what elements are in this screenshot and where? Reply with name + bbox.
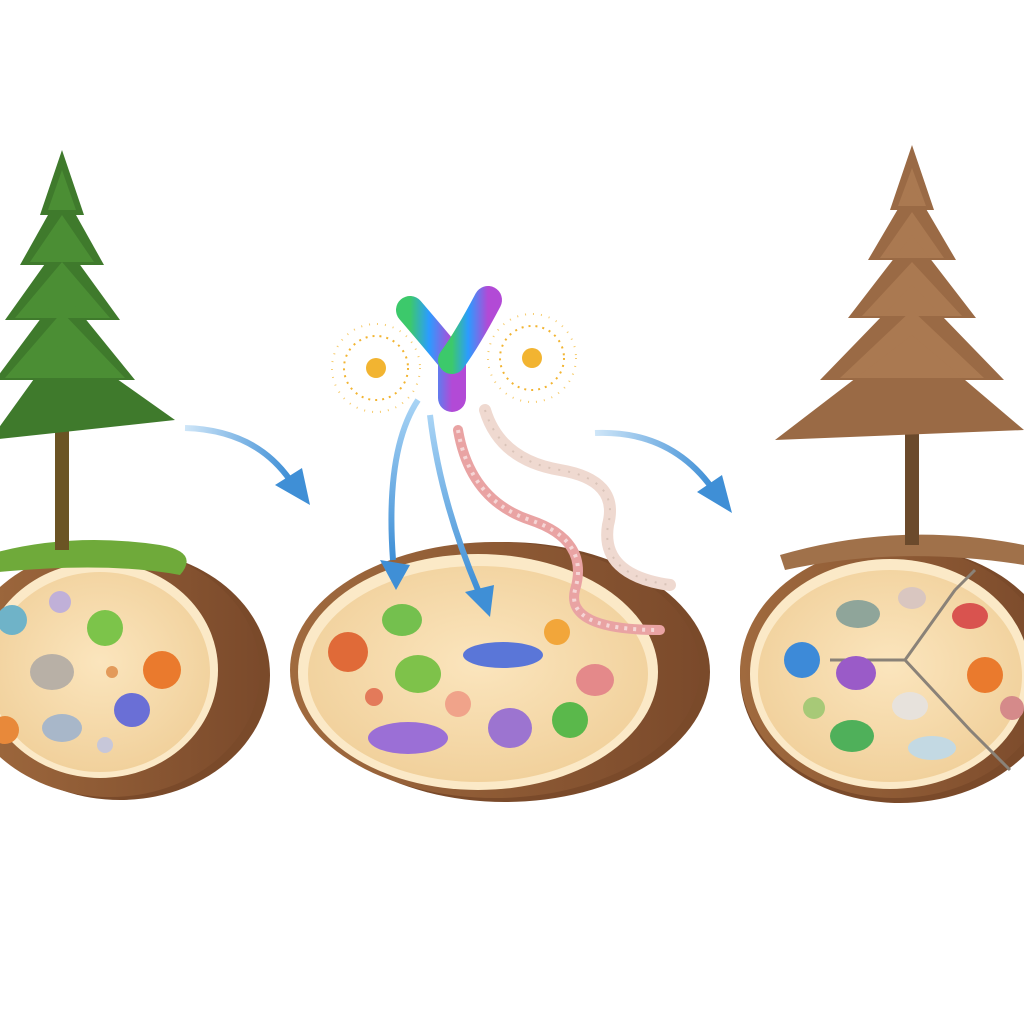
stage-disturbance — [290, 286, 710, 802]
arrow-agent-to-soil-2 — [427, 414, 494, 617]
microbe — [836, 600, 880, 628]
arrow-healthy-to-disturbance — [184, 425, 310, 505]
tree-dead — [775, 145, 1024, 545]
microbe — [395, 655, 441, 693]
microbe — [114, 693, 150, 727]
dry-grass — [780, 534, 1024, 570]
microbe — [908, 736, 956, 760]
microbe — [1000, 696, 1024, 720]
worm-1 — [453, 425, 665, 635]
microbe — [463, 642, 543, 668]
stage-declined — [740, 145, 1024, 803]
microbe — [382, 604, 422, 636]
spore-burst-left — [331, 323, 421, 413]
microbes-healthy — [0, 591, 181, 753]
microbe — [0, 716, 19, 744]
y-shaped-molecule — [396, 286, 502, 412]
microbe — [803, 697, 825, 719]
stage-healthy — [0, 150, 270, 800]
arrow-disturbance-to-declined — [594, 429, 732, 513]
microbe — [87, 610, 123, 646]
microbe — [106, 666, 118, 678]
microbe — [97, 737, 113, 753]
arrow-agent-to-soil-1 — [380, 398, 421, 590]
microbes-disturbance — [328, 604, 614, 754]
microbe — [49, 591, 71, 613]
microbe — [30, 654, 74, 690]
microbe — [892, 692, 928, 720]
microbe — [42, 714, 82, 742]
microbe — [368, 722, 448, 754]
spore-burst-right — [487, 313, 577, 403]
microbe — [365, 688, 383, 706]
microbe — [143, 651, 181, 689]
microbe — [836, 656, 876, 690]
microbe — [488, 708, 532, 748]
tree-healthy — [0, 150, 175, 550]
microbe — [784, 642, 820, 678]
microbe — [328, 632, 368, 672]
microbe — [830, 720, 874, 752]
microbe — [898, 587, 926, 609]
microbe — [544, 619, 570, 645]
moss-patch — [0, 540, 187, 575]
worm-2 — [479, 404, 676, 591]
microbe — [0, 605, 27, 635]
microbe — [967, 657, 1003, 693]
microbe — [445, 691, 471, 717]
microbe — [552, 702, 588, 738]
microbe — [576, 664, 614, 696]
microbe — [952, 603, 988, 629]
microbes-declined — [784, 587, 1024, 760]
